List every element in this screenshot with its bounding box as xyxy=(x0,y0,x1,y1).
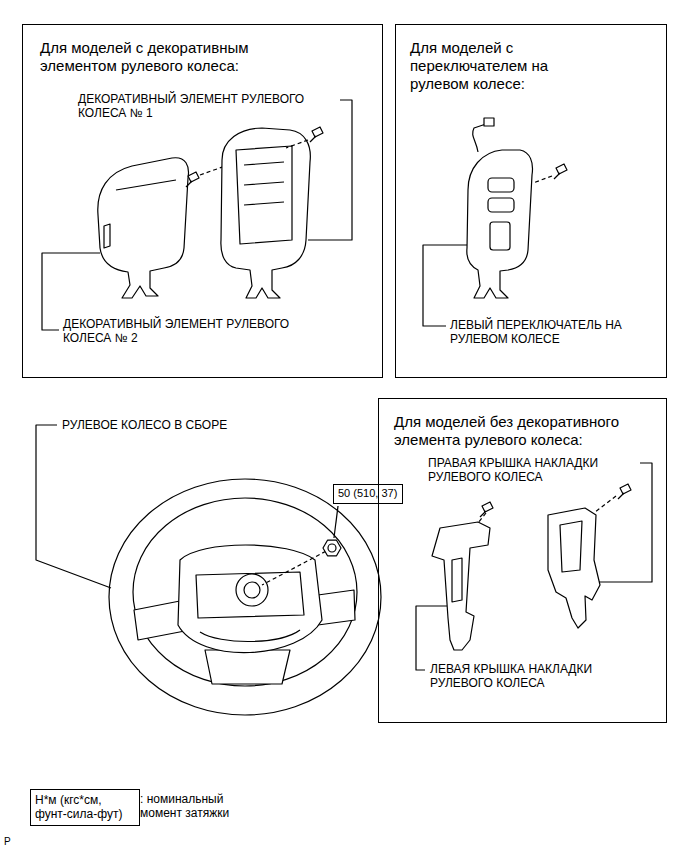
steering-wheel xyxy=(262,548,332,585)
trim-no1-part xyxy=(221,128,310,298)
screw xyxy=(618,484,631,499)
left-cover-part xyxy=(432,522,490,650)
panel-heading: Н*м (кгс*см, фунт-сила-фут) xyxy=(35,793,135,822)
steering-wheel xyxy=(109,479,381,715)
nut xyxy=(328,544,336,552)
steering-switch-part xyxy=(484,118,494,126)
steering-wheel xyxy=(178,545,322,653)
leader-line xyxy=(334,506,338,538)
screw xyxy=(312,127,323,137)
left-cover-part xyxy=(432,522,490,650)
leader-line xyxy=(308,100,352,240)
steering-wheel xyxy=(236,574,268,606)
torque-box: 50 (510, 37) xyxy=(333,484,403,504)
torque-value: 50 (510, 37) xyxy=(338,487,397,500)
steering-wheel xyxy=(205,650,290,684)
part-name: ЛЕВЫЙ ПЕРЕКЛЮЧАТЕЛЬ НА РУЛЕВОМ КОЛЕСЕ xyxy=(450,318,660,347)
assembly-dash xyxy=(533,176,552,183)
screw xyxy=(310,136,316,142)
right-cover-part xyxy=(548,508,600,628)
trim-no2-part xyxy=(98,158,189,298)
steering-wheel xyxy=(133,498,357,686)
screw xyxy=(310,127,323,142)
screw xyxy=(186,172,199,187)
steering-wheel xyxy=(200,630,300,642)
legend-text: : номинальный момент затяжки xyxy=(140,792,252,821)
figure-code: P xyxy=(4,836,24,848)
steering-switch-part xyxy=(490,222,510,250)
screw xyxy=(186,181,192,187)
steering-switch-part xyxy=(488,198,514,212)
torque-legend-box: Н*м (кгс*см, фунт-сила-фут) xyxy=(30,789,140,826)
trim-no1-part xyxy=(221,128,310,298)
part-name: ЛЕВАЯ КРЫШКА НАКЛАДКИ РУЛЕВОГО КОЛЕСА xyxy=(430,662,645,691)
part-name: ПРАВАЯ КРЫШКА НАКЛАДКИ РУЛЕВОГО КОЛЕСА xyxy=(428,456,633,485)
panel-heading: Для моделей с переключателем на рулевом … xyxy=(410,39,560,93)
nut xyxy=(323,540,341,556)
panel-heading: Для моделей без декоративного элемента р… xyxy=(394,413,644,449)
trim-no2-part xyxy=(98,158,189,298)
steering-switch-part xyxy=(467,118,533,298)
steering-switch-part xyxy=(467,150,533,298)
panel-heading: Для моделей с декоративным элементом рул… xyxy=(40,39,290,75)
steering-wheel xyxy=(196,572,304,618)
trim-no1-part xyxy=(244,162,284,205)
screw xyxy=(188,172,199,182)
assembly-dash xyxy=(286,140,308,148)
right-cover-part xyxy=(548,508,600,628)
steering-switch-part xyxy=(488,178,514,192)
right-cover-part xyxy=(560,521,582,572)
nut xyxy=(323,540,341,556)
illustration xyxy=(36,100,652,715)
legend-label: : номинальный момент затяжки xyxy=(140,792,229,820)
screw xyxy=(480,502,493,517)
trim-no2-part xyxy=(104,224,110,248)
left-cover-part xyxy=(452,558,462,602)
screw xyxy=(482,502,493,512)
part-name: ДЕКОРАТИВНЫЙ ЭЛЕМЕНТ РУЛЕВОГО КОЛЕСА № 2 xyxy=(63,317,325,346)
steering-wheel xyxy=(244,582,260,598)
screw xyxy=(620,484,631,494)
steering-wheel xyxy=(109,479,381,715)
assembly-dash xyxy=(595,496,616,512)
screw xyxy=(554,173,560,179)
screw xyxy=(554,164,567,179)
steering-wheel xyxy=(318,590,355,625)
trim-no1-part xyxy=(236,146,292,244)
leader-line xyxy=(36,425,111,588)
leader-line xyxy=(599,463,652,582)
screw xyxy=(556,164,567,174)
trim-no2-part xyxy=(116,180,176,190)
steering-switch-part xyxy=(473,124,486,152)
part-name: РУЛЕВОЕ КОЛЕСО В СБОРЕ xyxy=(62,418,292,432)
assembly-dash xyxy=(478,513,486,523)
screw xyxy=(618,493,624,499)
leader-line xyxy=(423,245,467,326)
leader-line xyxy=(416,606,447,670)
part-name: ДЕКОРАТИВНЫЙ ЭЛЕМЕНТ РУЛЕВОГО КОЛЕСА № 1 xyxy=(78,92,340,121)
